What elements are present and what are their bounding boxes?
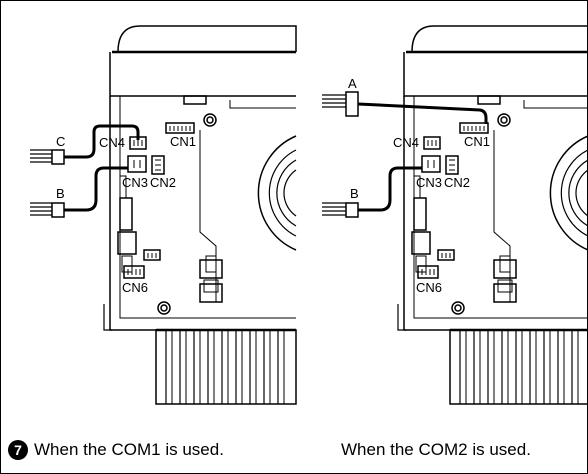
cn2-connector [151,155,165,175]
top-housing [117,25,297,53]
label-cn1-right: CN1 [464,134,490,149]
cable-label-b-left: B [56,186,65,201]
cable-a [322,91,488,124]
label-cn3-right: CN3 [416,175,442,190]
label-cn6-right: CN6 [416,280,442,295]
cable-label-a: A [348,76,357,91]
heatsink [155,329,297,405]
cn1-connector [165,122,195,134]
cn6-connector [123,265,145,279]
round-component [257,135,297,251]
label-cn6-left: CN6 [122,280,148,295]
caption-com2: When the COM2 is used. [341,440,531,459]
cable-c [30,124,140,165]
cable-label-b-right: B [350,186,359,201]
label-cn4-left: CN4 [99,135,125,150]
label-cn2-right: CN2 [444,175,470,190]
cn3-connector [127,155,147,173]
label-cn4-right: CN4 [393,135,419,150]
label-cn3-left: CN3 [122,175,148,190]
caption-com1: 7 When the COM1 is used. [8,440,224,460]
label-cn2-left: CN2 [150,175,176,190]
cable-label-c: C [56,134,65,149]
panel-com2 [397,25,588,405]
caption-com1-text: When the COM1 is used. [34,440,224,459]
cable-b-right [322,166,422,218]
mounting-hole-bottom [157,301,171,315]
mounting-hole-top [203,113,217,127]
panel-com1 [103,25,297,405]
cable-b-left [30,166,128,218]
label-cn1-left: CN1 [170,134,196,149]
step-number-badge: 7 [8,440,28,460]
